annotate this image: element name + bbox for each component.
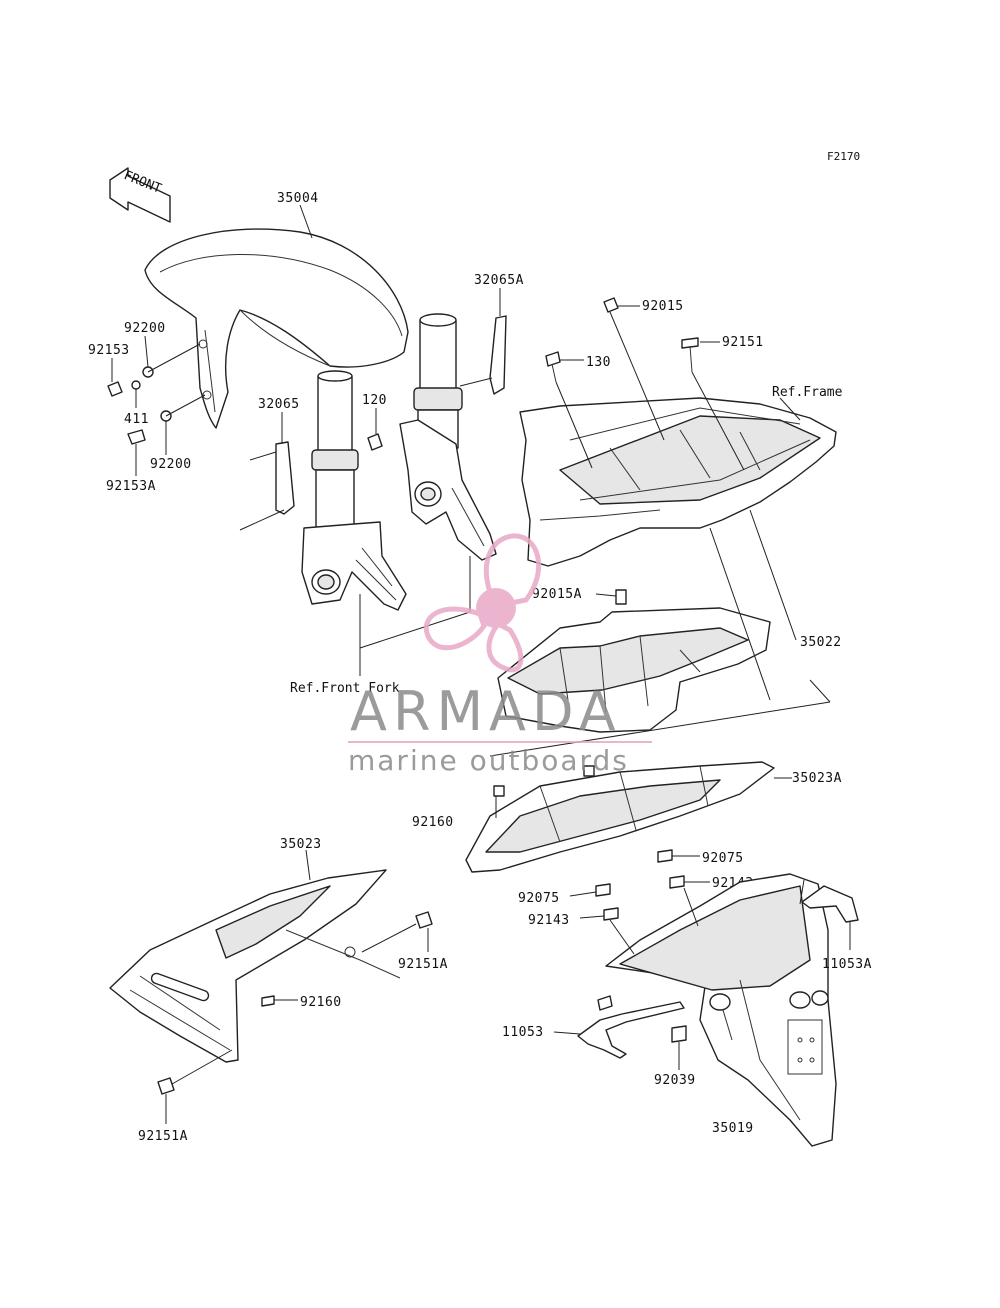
label-32065A: 32065A [474, 273, 524, 288]
label-130: 130 [586, 355, 611, 370]
label-32065: 32065 [258, 397, 300, 412]
label-92160-bot: 92160 [300, 995, 342, 1010]
rear-frame [519, 397, 837, 567]
undertray-35022 [497, 589, 771, 733]
propeller-hub [476, 588, 516, 628]
label-35023: 35023 [280, 837, 322, 852]
bracket-11053A [799, 879, 859, 923]
rear-fender-35019 [605, 873, 837, 1147]
clip-92143-right [669, 875, 685, 889]
front-fork-right [399, 313, 497, 561]
clip-92160 [261, 995, 275, 1007]
label-92075-right: 92075 [702, 851, 744, 866]
figure-id: F2170 [827, 150, 860, 163]
bracket-32065A [459, 288, 507, 395]
label-35022: 35022 [800, 635, 842, 650]
nut-92015 [603, 297, 619, 313]
bolt-92151A-bottom [157, 1077, 175, 1095]
front-fork-left [301, 370, 407, 611]
propeller-icon [423, 533, 542, 673]
bolt-92151A-right [415, 911, 433, 929]
seat-cowl-35023 [109, 869, 401, 1063]
label-92015A: 92015A [532, 587, 582, 602]
label-92200-bot: 92200 [150, 457, 192, 472]
label-92075-left: 92075 [518, 891, 560, 906]
label-92153A: 92153A [106, 479, 156, 494]
label-35023A: 35023A [792, 771, 842, 786]
label-11053: 11053 [502, 1025, 544, 1040]
watermark-subtitle: marine outboards [348, 744, 629, 777]
label-92143-left: 92143 [528, 913, 570, 928]
bolt-130 [545, 351, 561, 383]
ref-frame: Ref.Frame [772, 385, 843, 400]
bracket-32065 [239, 412, 295, 531]
label-92015: 92015 [642, 299, 684, 314]
bolt-120 [367, 433, 383, 451]
watermark-title: ARMADA [350, 680, 622, 743]
label-92151A-right: 92151A [398, 957, 448, 972]
watermark-logo: ARMADA marine outboards [348, 533, 652, 777]
label-411: 411 [124, 412, 149, 427]
label-35004: 35004 [277, 191, 319, 206]
propeller-blade-left [423, 606, 487, 651]
label-35019: 35019 [712, 1121, 754, 1136]
propeller-blade-top [483, 533, 542, 609]
label-120: 120 [362, 393, 387, 408]
front-direction-arrow: FRONT [109, 167, 171, 223]
label-92039: 92039 [654, 1073, 696, 1088]
label-92160-top: 92160 [412, 815, 454, 830]
label-92153: 92153 [88, 343, 130, 358]
seat-cowl-inner-35023A [465, 761, 775, 873]
clip-92075-right [657, 849, 673, 863]
label-11053A: 11053A [822, 957, 872, 972]
clip-92143-left [603, 907, 619, 921]
label-92200-top: 92200 [124, 321, 166, 336]
clip-92075-left [595, 883, 611, 897]
front-fender [144, 228, 409, 429]
propeller-blade-right [486, 620, 524, 673]
ref-front-fork: Ref.Front Fork [290, 681, 400, 696]
label-92151A-bot: 92151A [138, 1129, 188, 1144]
fender-fasteners [107, 335, 206, 476]
bracket-11053 [577, 995, 685, 1059]
bolt-92151 [681, 337, 699, 373]
bolt-92039 [671, 1025, 687, 1043]
label-92151: 92151 [722, 335, 764, 350]
